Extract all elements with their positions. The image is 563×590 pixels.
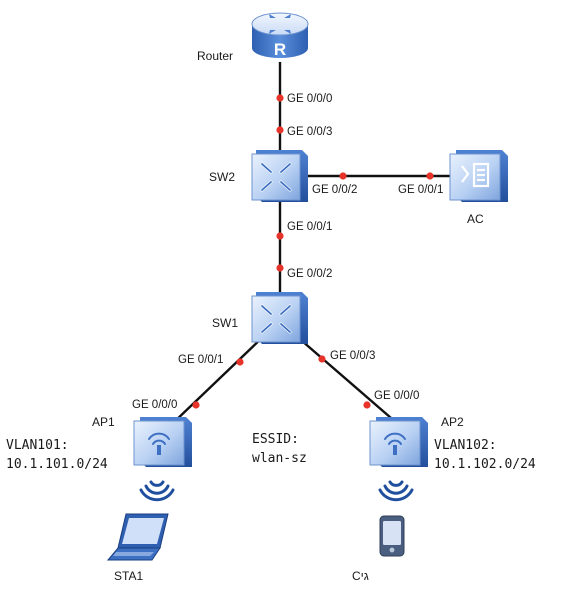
port-label-router-down: GE 0/0/0	[287, 93, 332, 105]
port-dot-sw1-up	[276, 264, 284, 272]
port-dot-ap2	[363, 401, 371, 409]
phone-icon	[379, 515, 405, 557]
port-dots	[192, 94, 434, 409]
ap2-label: AP2	[441, 415, 464, 429]
switch-icon	[251, 150, 308, 202]
essid-label: ESSID:	[252, 432, 299, 447]
vlan-ap2-network: 10.1.102.0/24	[434, 457, 536, 472]
router-icon: R	[251, 12, 309, 59]
port-dot-ap1	[192, 401, 200, 409]
access-point-icon	[133, 417, 192, 467]
wifi-signal-icon	[139, 480, 175, 502]
port-label-sw1-ap2: GE 0/0/3	[330, 350, 375, 362]
link-sw1-ap1	[171, 333, 267, 425]
port-label-ac: GE 0/0/1	[398, 184, 443, 196]
vlan-ap1-network: 10.1.101.0/24	[6, 457, 108, 472]
switch-icon	[251, 292, 308, 344]
port-dot-sw2-down	[276, 232, 284, 240]
port-dot-sw1-ap2	[318, 355, 326, 363]
sw1-label: SW1	[212, 316, 238, 330]
port-label-sw1-ap1: GE 0/0/1	[178, 354, 223, 366]
vlan-ap2-name: VLAN102:	[434, 438, 497, 453]
port-label-sw2-ac: GE 0/0/2	[312, 184, 357, 196]
access-controller-icon	[449, 150, 508, 202]
sta2-label: Cגי	[352, 569, 369, 583]
ap1-label: AP1	[92, 415, 115, 429]
port-dot-sw2-up	[276, 126, 284, 134]
port-label-sw2-down: GE 0/0/1	[287, 221, 332, 233]
links	[171, 62, 452, 425]
sw2-label: SW2	[209, 170, 235, 184]
svg-text:R: R	[274, 40, 286, 59]
router-label: Router	[197, 49, 233, 63]
essid-value: wlan-sz	[252, 451, 307, 466]
port-dot-ac	[426, 172, 434, 180]
port-dot-router	[276, 94, 284, 102]
vlan-ap1-name: VLAN101:	[6, 438, 69, 453]
port-label-ap2: GE 0/0/0	[374, 390, 419, 402]
link-sw1-ap2	[293, 333, 399, 425]
wifi-signal-icon	[378, 480, 414, 502]
port-dot-sw2-ac	[339, 172, 347, 180]
port-dot-sw1-ap1	[236, 358, 244, 366]
port-label-sw1-up: GE 0/0/2	[287, 268, 332, 280]
laptop-icon	[106, 513, 169, 561]
access-point-icon	[369, 417, 428, 467]
port-label-sw2-up: GE 0/0/3	[287, 126, 332, 138]
sta1-label: STA1	[114, 569, 143, 583]
ac-label: AC	[467, 212, 484, 226]
port-label-ap1: GE 0/0/0	[132, 399, 177, 411]
